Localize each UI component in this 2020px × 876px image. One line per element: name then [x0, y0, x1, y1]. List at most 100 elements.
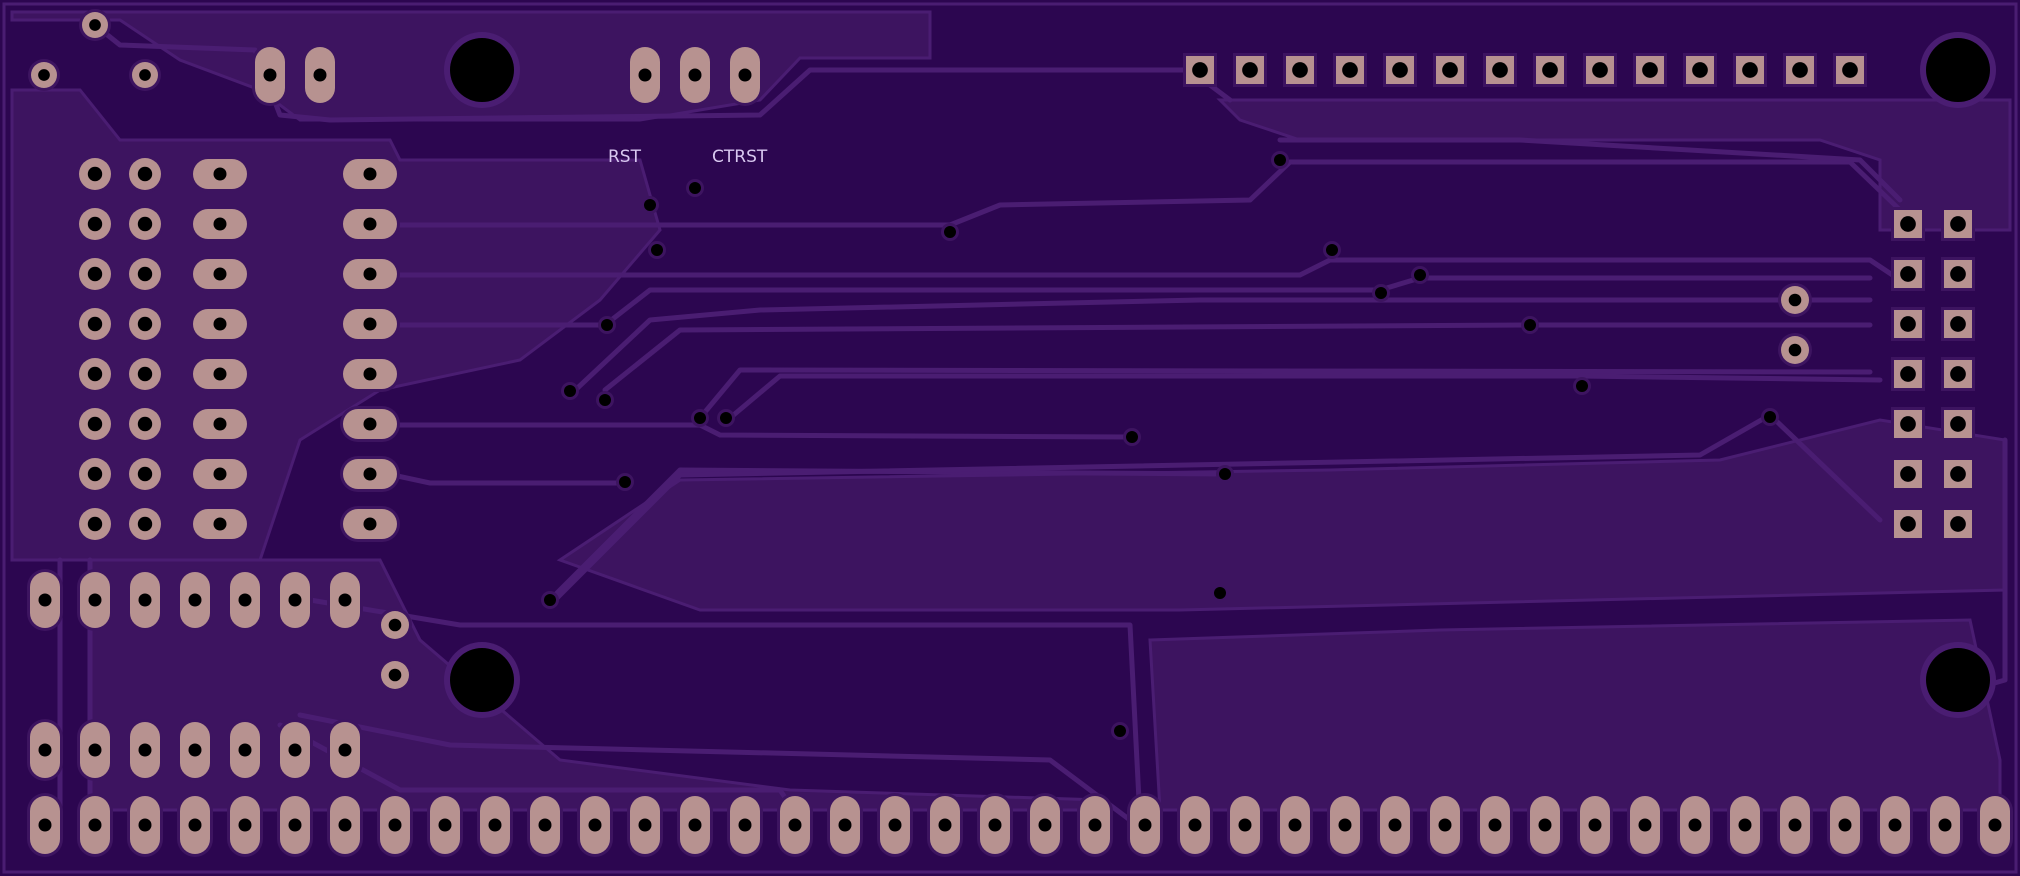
via [941, 223, 959, 241]
trace [567, 297, 1873, 398]
pad-drill-hole [938, 818, 952, 832]
oval-pad [277, 569, 313, 631]
pad-drill-hole [313, 68, 327, 82]
pad-drill-hole [338, 593, 352, 607]
via-drill [564, 385, 576, 397]
pad-drill-hole [87, 466, 103, 482]
pad-drill-hole [1442, 62, 1458, 78]
pad-drill-hole [213, 517, 227, 531]
oval-pad [627, 793, 663, 857]
oval-pad [227, 719, 263, 781]
square-pad [1891, 207, 1925, 241]
mounting-hole-drill [450, 648, 514, 712]
oval-pad [190, 406, 250, 442]
pad-drill-hole [788, 818, 802, 832]
pad-drill-hole [1292, 62, 1308, 78]
via [1211, 584, 1229, 602]
square-pad [1941, 307, 1975, 341]
via [1216, 465, 1234, 483]
pad-drill-hole [137, 316, 153, 332]
round-pad [76, 255, 114, 293]
round-pad [129, 59, 161, 91]
pad-drill-hole [138, 743, 152, 757]
oval-pad [127, 719, 163, 781]
via [1372, 284, 1390, 302]
pad-drill-hole [137, 366, 153, 382]
trace [1767, 412, 1883, 523]
square-pad [1891, 507, 1925, 541]
pad-drill-hole [988, 818, 1002, 832]
pad-drill-hole [1588, 818, 1602, 832]
oval-pad [340, 356, 400, 392]
oval-pad [1777, 793, 1813, 857]
pad-drill-hole [88, 743, 102, 757]
oval-pad [340, 406, 400, 442]
pad-drill-hole [338, 743, 352, 757]
pad-drill-hole [1392, 62, 1408, 78]
via [1111, 722, 1129, 740]
square-pad [1333, 53, 1367, 87]
pad-drill-hole [1088, 818, 1102, 832]
pad-drill-hole [88, 818, 102, 832]
pad-drill-hole [1288, 818, 1302, 832]
pad-drill-hole [87, 316, 103, 332]
oval-pad [177, 793, 213, 857]
round-pad [28, 59, 60, 91]
pad-drill-hole [1192, 62, 1208, 78]
trace [727, 373, 1883, 421]
pad-drill-hole [1900, 466, 1916, 482]
pad-drill-hole [688, 68, 702, 82]
square-pad [1891, 407, 1925, 441]
via-drill [1126, 431, 1138, 443]
via [616, 473, 634, 491]
via-drill [1326, 244, 1338, 256]
pad-drill-hole [1742, 62, 1758, 78]
oval-pad [1227, 793, 1263, 857]
oval-pad [1277, 793, 1313, 857]
round-pad [378, 658, 412, 692]
pad-drill-hole [213, 267, 227, 281]
round-pad [378, 608, 412, 642]
pad-drill-hole [1538, 818, 1552, 832]
round-pad [126, 255, 164, 293]
oval-pad [27, 719, 63, 781]
pad-drill-hole [1950, 366, 1966, 382]
pad-drill-hole [363, 417, 377, 431]
pad-drill-hole [213, 217, 227, 231]
pad-drill-hole [1238, 818, 1252, 832]
square-pad [1941, 357, 1975, 391]
oval-pad [77, 793, 113, 857]
via-drill [720, 412, 732, 424]
trace [697, 367, 1873, 421]
pad-drill-hole [538, 818, 552, 832]
pad-drill-hole [238, 743, 252, 757]
via-drill [1576, 380, 1588, 392]
via [1761, 408, 1779, 426]
square-pad [1941, 457, 1975, 491]
pad-drill-hole [38, 593, 52, 607]
pad-drill-hole [263, 68, 277, 82]
round-pad [76, 155, 114, 193]
pad-drill-hole [87, 516, 103, 532]
oval-pad [77, 569, 113, 631]
oval-pad [27, 569, 63, 631]
pad-drill-hole [1642, 62, 1658, 78]
mounting-holes [444, 32, 1996, 718]
oval-pad [1627, 793, 1663, 857]
square-pad [1891, 457, 1925, 491]
oval-pad [877, 793, 913, 857]
pad-drill-hole [87, 216, 103, 232]
pad-drill-hole [388, 668, 402, 682]
square-pad [1683, 53, 1717, 87]
round-pad [126, 505, 164, 543]
oval-pad [677, 44, 713, 106]
via-drill [1274, 154, 1286, 166]
pad-drill-hole [137, 166, 153, 182]
round-pad [126, 355, 164, 393]
pad-drill-hole [1788, 293, 1802, 307]
oval-pad [1077, 793, 1113, 857]
round-pad [126, 455, 164, 493]
pad-drill-hole [1542, 62, 1558, 78]
pad-drill-hole [363, 167, 377, 181]
